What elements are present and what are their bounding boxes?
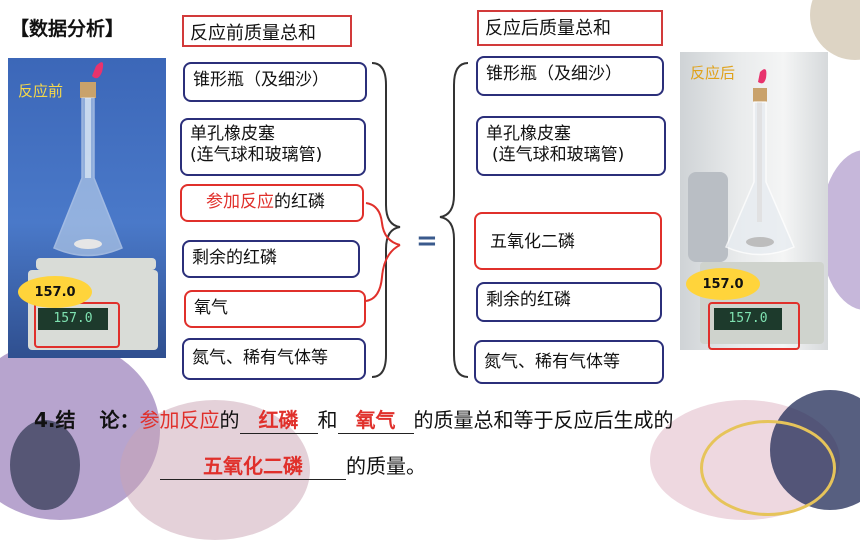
header-after-total-mass: 反应后质量总和 [477, 10, 663, 46]
before-item-stopper: 单孔橡皮塞 (连气球和玻璃管) [180, 118, 366, 176]
red-connector-icon [365, 202, 401, 302]
after-item-remaining-phosphorus: 剩余的红磷 [476, 282, 662, 322]
flask-icon [725, 69, 795, 256]
before-item-reacted-phosphorus-red: 参加反应 [206, 192, 274, 212]
scale-reading-badge-left: 157.0 [18, 276, 92, 308]
after-item-stopper-line2: (连气球和玻璃管) [492, 145, 625, 165]
right-brace-icon [439, 62, 469, 378]
after-item-nitrogen: 氮气、稀有气体等 [474, 340, 664, 384]
arm-sleeve [688, 172, 728, 262]
photo-label-before: 反应前 [18, 82, 64, 100]
conclusion-blank-1-answer: 红磷 [258, 408, 299, 432]
before-item-reacted-phosphorus: 参加反应的红磷 [180, 184, 364, 222]
before-item-nitrogen: 氮气、稀有气体等 [182, 338, 366, 380]
after-item-nitrogen-text: 氮气、稀有气体等 [484, 352, 620, 372]
before-item-oxygen: 氧气 [184, 290, 366, 328]
before-item-nitrogen-text: 氮气、稀有气体等 [192, 348, 328, 368]
after-item-stopper-line1: 单孔橡皮塞 [486, 124, 571, 144]
before-item-stopper-line1: 单孔橡皮塞 [190, 124, 275, 144]
before-item-flask: 锥形瓶（及细沙） [183, 62, 367, 102]
photo-after-reaction: 反应后 157.0 [680, 52, 828, 350]
equals-sign: = [416, 226, 438, 256]
conclusion-text-4: 的质量。 [346, 454, 426, 478]
scale-display-left-highlight [34, 302, 120, 348]
before-item-remaining-phosphorus-text: 剩余的红磷 [192, 248, 277, 268]
conclusion-word: 论： [99, 408, 140, 432]
conclusion-blank-1: 红磷 [239, 404, 318, 434]
flask-icon [53, 62, 123, 257]
conclusion-text-1: 的 [219, 408, 240, 432]
after-item-stopper: 单孔橡皮塞 (连气球和玻璃管) [476, 116, 666, 176]
scale-display-right-value: 157.0 [728, 311, 768, 326]
scale-display-right-highlight [708, 302, 800, 350]
conclusion-line1: 4.结论：参加反应的红磷和氧气的质量总和等于反应后生成的 [34, 404, 674, 434]
brace-and-connectors [365, 62, 469, 378]
conclusion-text-3: 的质量总和等于反应后生成的 [413, 408, 674, 432]
before-item-oxygen-text: 氧气 [194, 298, 228, 318]
before-item-flask-text: 锥形瓶（及细沙） [193, 70, 329, 90]
conclusion-line2: 五氧化二磷 的质量。 [160, 450, 426, 480]
header-before-total-mass: 反应前质量总和 [182, 15, 352, 47]
section-title: 【数据分析】 [10, 18, 125, 40]
scale-display-left: 157.0 [38, 308, 108, 330]
conclusion-blank-3: 五氧化二磷 [160, 450, 346, 480]
conclusion-blank-2: 氧气 [337, 404, 414, 434]
conclusion-blank-3-answer: 五氧化二磷 [203, 454, 303, 478]
after-item-phosphorus-pentoxide: 五氧化二磷 [474, 212, 662, 270]
before-item-remaining-phosphorus: 剩余的红磷 [182, 240, 360, 278]
before-item-stopper-line2: (连气球和玻璃管) [190, 145, 323, 165]
photo-label-after: 反应后 [690, 64, 736, 82]
left-brace-icon [371, 62, 401, 378]
scale-display-right: 157.0 [714, 308, 782, 330]
conclusion-number: 4.结 [34, 408, 76, 432]
decor-ring-bottom-right [700, 420, 836, 516]
after-item-flask: 锥形瓶（及细沙） [476, 56, 664, 96]
scale-platform-left [36, 258, 156, 270]
conclusion-blank-2-answer: 氧气 [355, 408, 396, 432]
decor-blob-beige-top-right [810, 0, 860, 60]
after-item-remaining-phosphorus-text: 剩余的红磷 [486, 290, 571, 310]
before-item-reacted-phosphorus-rest: 的红磷 [274, 192, 325, 212]
conclusion-red-prefix: 参加反应 [139, 408, 220, 432]
scale-display-left-value: 157.0 [53, 311, 93, 326]
photo-before-reaction: 反应前 157.0 [8, 58, 166, 358]
after-item-flask-text: 锥形瓶（及细沙） [486, 64, 622, 84]
after-item-phosphorus-pentoxide-text: 五氧化二磷 [490, 232, 575, 252]
conclusion-text-2: 和 [317, 408, 338, 432]
scale-reading-badge-right: 157.0 [686, 268, 760, 300]
